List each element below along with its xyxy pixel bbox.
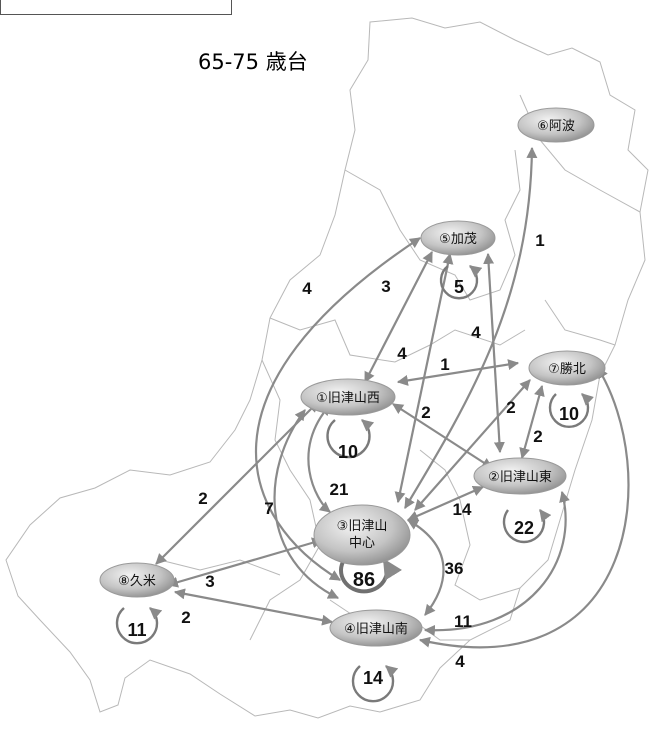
node-label-6: ⑥阿波 — [537, 119, 575, 134]
flow-label-1-2: 2 — [421, 403, 430, 422]
flow-arrow-1-7 — [396, 359, 520, 386]
self-loop-2 — [502, 509, 552, 544]
node-label-8: ⑧久米 — [118, 574, 156, 589]
node-8: ⑧久米 — [99, 562, 175, 598]
flow-arrow-1-3 — [307, 404, 331, 513]
self-count-5: 5 — [454, 277, 464, 297]
flow-arrow-4-7 — [418, 367, 630, 649]
flow-label-2-4: 11 — [454, 612, 472, 631]
node-label-1: ①旧津山西 — [316, 391, 380, 406]
flow-label-1-4: 7 — [264, 499, 273, 518]
flow-label-2-3: 14 — [453, 500, 472, 519]
flow-arrow-2-3 — [406, 485, 485, 522]
legend-box — [0, 0, 232, 15]
flow-label-3-6: 1 — [535, 231, 544, 250]
self-count-7: 10 — [559, 404, 579, 424]
flow-label-1-5: 3 — [381, 277, 390, 296]
node-label-3: ③旧津山 — [337, 519, 388, 534]
node-7: ⑦勝北 — [528, 350, 606, 386]
flow-label-4-5: 4 — [302, 279, 312, 298]
flow-arrow-4-8 — [173, 588, 334, 626]
self-loop-7 — [548, 393, 594, 428]
self-loop-3 — [339, 558, 402, 594]
map-title: 65-75 歳台 — [198, 50, 308, 74]
node-label-5: ⑤加茂 — [439, 232, 477, 247]
node-label-7: ⑦勝北 — [548, 362, 586, 377]
flow-arrow-1-8 — [155, 401, 319, 565]
flow-arrow-3-4 — [407, 519, 445, 616]
node-4: ④旧津山南 — [329, 609, 423, 647]
flow-arrow-2-7 — [519, 384, 545, 460]
flow-arrow-3-8 — [166, 537, 324, 588]
node-label-3-line2: 中心 — [349, 536, 375, 551]
flow-label-3-7: 2 — [506, 398, 515, 417]
flow-label-1-3: 21 — [330, 480, 349, 499]
self-loop-1 — [326, 419, 375, 459]
self-count-3: 86 — [353, 569, 375, 591]
self-count-8: 11 — [127, 620, 146, 640]
self-loop-5 — [439, 265, 483, 300]
node-label-4: ④旧津山南 — [344, 621, 408, 637]
self-loop-8 — [115, 607, 163, 645]
flow-label-4-8: 2 — [181, 608, 190, 627]
flow-label-1-8: 2 — [198, 489, 207, 508]
node-5: ⑤加茂 — [420, 220, 496, 256]
flow-label-3-4: 36 — [445, 559, 464, 578]
self-count-2: 22 — [514, 518, 534, 538]
self-count-4: 14 — [363, 668, 383, 688]
self-count-1: 10 — [338, 442, 358, 462]
flow-label-1-7: 1 — [440, 355, 449, 374]
node-2: ②旧津山東 — [473, 457, 567, 495]
flow-label-2-5: 4 — [471, 323, 481, 342]
node-label-2: ②旧津山東 — [488, 469, 552, 485]
node-1: ①旧津山西 — [300, 378, 396, 416]
node-6: ⑥阿波 — [517, 107, 595, 143]
flow-label-3-8: 3 — [205, 572, 214, 591]
node-3: ③旧津山 中心 — [313, 504, 411, 566]
flow-label-2-7: 2 — [533, 427, 542, 446]
flow-label-3-5: 4 — [397, 344, 407, 363]
self-loop-4 — [351, 665, 399, 703]
flow-label-4-7: 4 — [455, 652, 465, 671]
